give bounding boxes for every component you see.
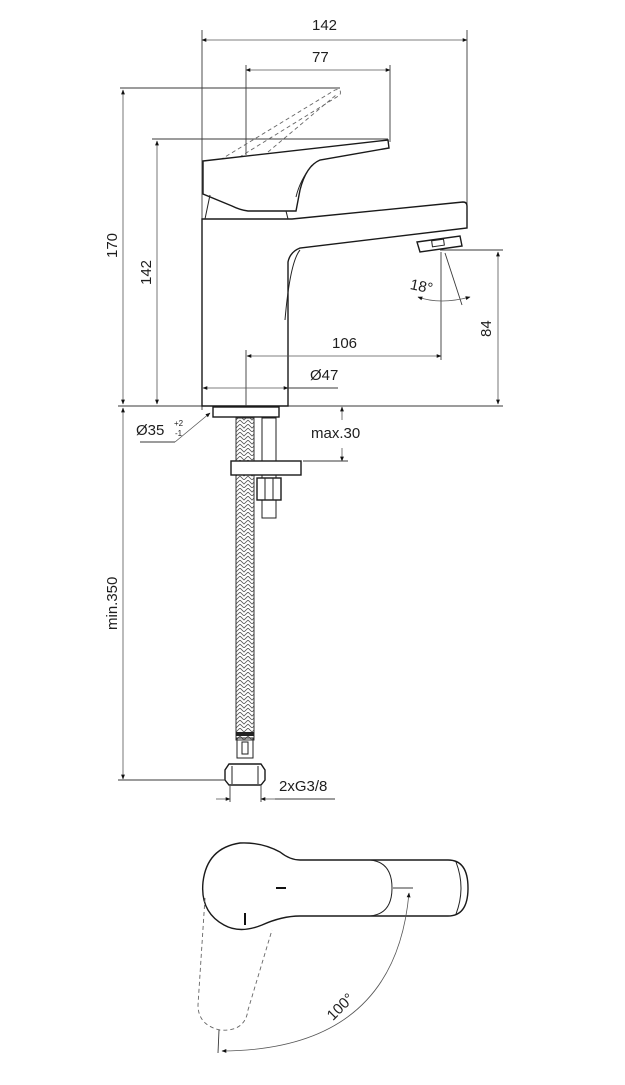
dim-spout-height: 142 (138, 138, 388, 405)
dim-label-overall-width: 142 (312, 17, 337, 34)
dim-spout-reach: 106 (245, 335, 442, 406)
dim-label-rotation-angle: 100° (324, 990, 358, 1024)
braided-hose (235, 417, 255, 741)
fixing-plate (230, 460, 302, 476)
dim-label-connection: 2xG3/8 (279, 778, 327, 795)
dim-label-hose-length: min.350 (104, 577, 121, 630)
dim-label-hole-diameter: Ø35 (136, 422, 164, 439)
dim-total-height: 170 (104, 87, 340, 405)
handle-raised-outline (219, 89, 341, 161)
dim-body-diameter: Ø47 (202, 367, 338, 390)
handle-top-view (201, 842, 469, 931)
dim-label-body-diameter: Ø47 (310, 367, 338, 384)
dim-hole-diameter: Ø35 +2 -1 (136, 412, 211, 443)
handle-rotated-outline (197, 897, 273, 1031)
aerator (416, 235, 463, 253)
dim-max-thickness: max.30 (303, 406, 360, 462)
dim-handle-reach: 77 (245, 49, 391, 155)
dim-label-spout-reach: 106 (332, 335, 357, 352)
dim-connection: 2xG3/8 (216, 778, 335, 802)
fixing-nut (256, 477, 282, 501)
dim-label-total-height: 170 (104, 233, 121, 258)
faucet-handle (202, 139, 390, 212)
dim-label-hole-tol-plus: +2 (174, 419, 184, 428)
hose-connector-nut (224, 763, 266, 786)
dim-label-hole-tol-minus: -1 (175, 429, 183, 438)
dim-label-spout-clearance: 84 (478, 320, 495, 337)
dim-label-spout-height: 142 (138, 260, 155, 285)
dim-hose-length: min.350 (104, 407, 225, 781)
faucet-top-view: 100° (197, 842, 469, 1054)
base-flange (212, 406, 280, 418)
mounting-assembly (212, 406, 302, 786)
dim-label-handle-reach: 77 (312, 49, 329, 66)
dim-spout-clearance: 84 (440, 249, 503, 405)
dim-spout-angle: 18° (409, 252, 471, 360)
dim-label-spout-angle: 18° (409, 276, 435, 297)
dim-label-max-thickness: max.30 (311, 425, 360, 442)
